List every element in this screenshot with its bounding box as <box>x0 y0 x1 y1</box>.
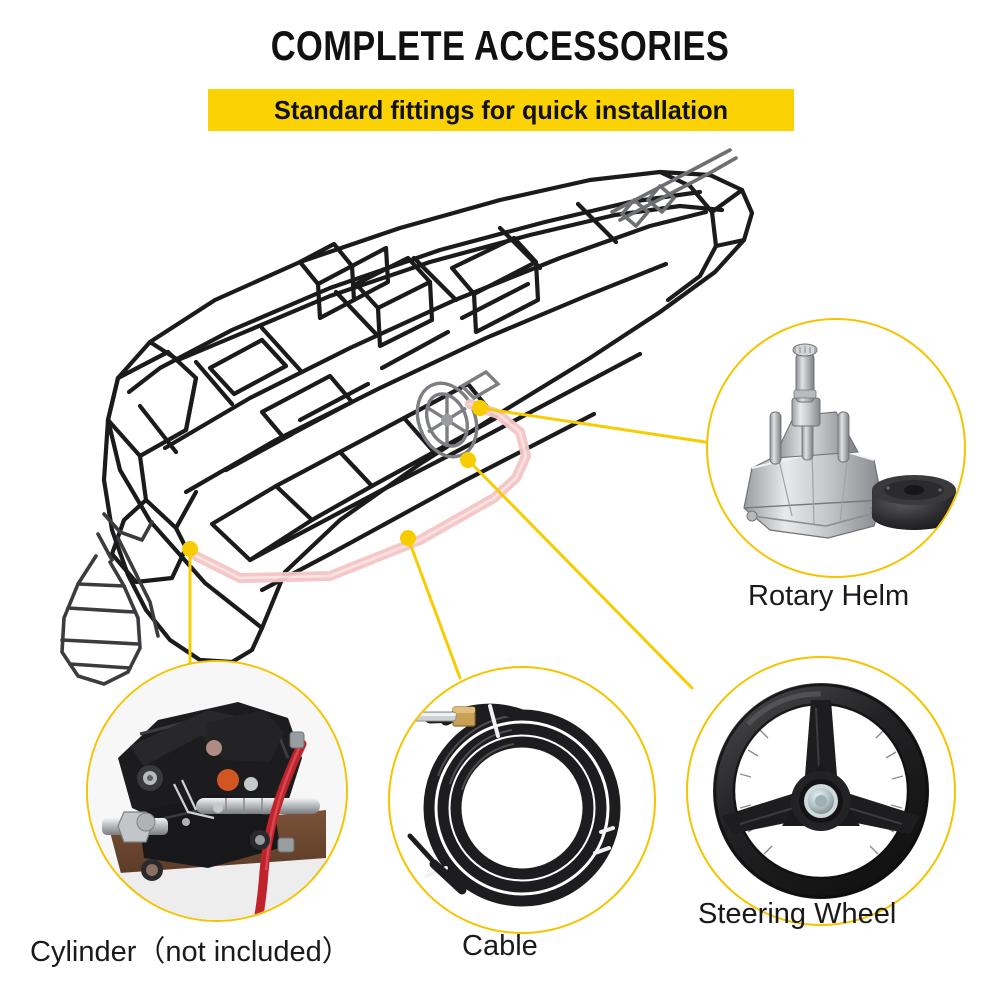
callout-dot-steering-wheel <box>460 452 476 468</box>
callout-line-rotary-helm <box>478 406 714 445</box>
cylinder-photo-icon <box>88 662 346 920</box>
callout-dot-cylinder <box>182 541 198 557</box>
callout-dot-cable <box>400 530 416 546</box>
callout-dot-rotary-helm <box>472 400 488 416</box>
subtitle-banner: Standard fittings for quick installation <box>208 89 794 131</box>
product-label-rotary-helm: Rotary Helm <box>748 580 910 612</box>
product-circle-steering-wheel[interactable] <box>686 656 956 926</box>
product-label-steering-wheel: Steering Wheel <box>698 898 897 930</box>
rotary-helm-icon <box>743 343 956 539</box>
product-label-cable: Cable <box>462 930 538 962</box>
page-title: COMPLETE ACCESSORIES <box>270 22 730 69</box>
product-circle-rotary-helm[interactable] <box>706 318 966 578</box>
callout-line-steering-wheel <box>466 458 694 690</box>
steering-wheel-icon <box>713 683 929 899</box>
coiled-cable-icon <box>407 703 621 907</box>
product-circle-cable[interactable] <box>388 666 656 934</box>
subtitle-banner-text: Standard fittings for quick installation <box>274 94 728 125</box>
product-label-cylinder: Cylinder（not included） <box>30 936 351 968</box>
product-circle-cylinder[interactable] <box>86 660 348 922</box>
callout-line-cable <box>406 536 462 680</box>
